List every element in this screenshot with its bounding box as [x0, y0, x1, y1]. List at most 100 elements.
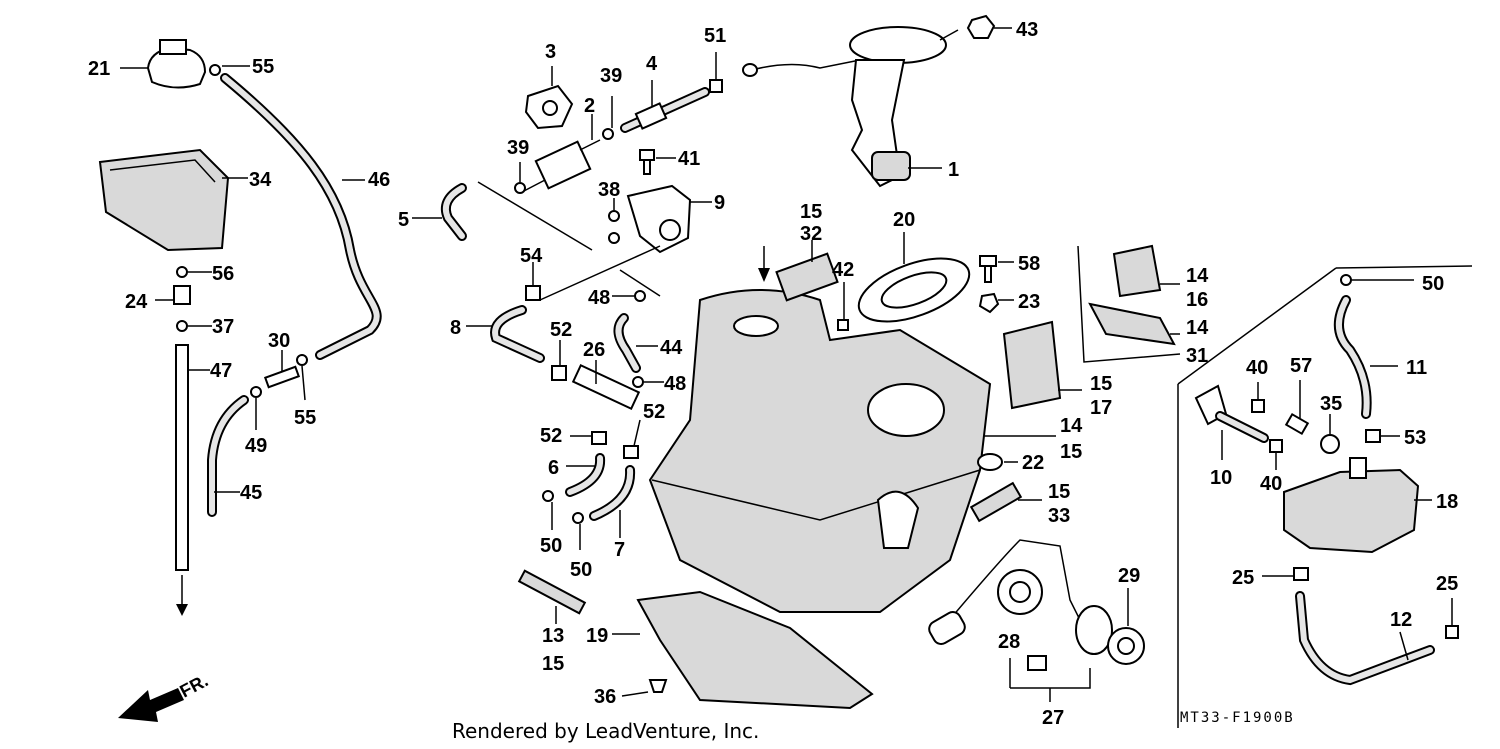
callout-33: 33	[1048, 505, 1070, 527]
fuel-unit-28-part	[928, 539, 1113, 702]
clip-50-right	[1340, 274, 1414, 286]
fuel-cock-9-part	[608, 184, 712, 254]
callout-49: 49	[245, 435, 267, 457]
canister-18-part	[1283, 457, 1432, 554]
callout-55: 55	[252, 56, 274, 78]
joint-3-part	[524, 66, 574, 130]
callout-47: 47	[210, 360, 232, 382]
inset-divider	[1177, 267, 1337, 385]
callout-48: 48	[664, 373, 686, 395]
callout-4: 4	[646, 53, 658, 75]
callout-52c: 52	[643, 401, 665, 423]
callout-36: 36	[594, 686, 616, 708]
joint-26-part	[551, 340, 641, 411]
bolt-57-nut-35	[1284, 380, 1340, 454]
hose-11	[1334, 295, 1400, 443]
callout-2: 2	[584, 95, 595, 117]
callout-46: 46	[368, 169, 390, 191]
callout-34: 34	[249, 169, 272, 191]
gasket-29-part	[1107, 588, 1145, 665]
callout-16: 16	[1186, 289, 1208, 311]
fuel-filter-2-part	[514, 96, 614, 194]
callout-21: 21	[88, 58, 110, 80]
hose-10	[1194, 382, 1283, 470]
callout-10: 10	[1210, 467, 1232, 489]
hose-44	[613, 313, 664, 388]
callout-29: 29	[1118, 565, 1140, 587]
clips-52-lower	[570, 419, 641, 459]
callout-38: 38	[598, 179, 620, 201]
callout-14c: 14	[1060, 415, 1083, 437]
pad-17-part	[984, 320, 1082, 437]
callout-50: 50	[540, 535, 562, 557]
callout-14: 14	[1186, 265, 1209, 287]
callout-25b: 25	[1436, 573, 1458, 595]
callout-23: 23	[1018, 291, 1040, 313]
callout-30: 30	[268, 330, 290, 352]
drain-fitting-24-part	[155, 266, 212, 332]
hoses-6-7	[542, 453, 636, 550]
hose-4	[620, 52, 723, 133]
callout-56: 56	[212, 263, 234, 285]
callout-15-13: 15	[542, 653, 564, 675]
tray-19-part	[612, 590, 874, 710]
hose-5	[412, 181, 593, 251]
clips-25-right	[1262, 567, 1459, 639]
diagram-code: MT33-F1900B	[1180, 710, 1295, 726]
callout-25: 25	[1232, 567, 1254, 589]
fuel-cap-part	[120, 39, 207, 89]
cushion-33-part	[969, 481, 1042, 523]
hose-8	[466, 245, 661, 363]
callout-13: 13	[542, 625, 564, 647]
callout-35: 35	[1320, 393, 1342, 415]
callout-9: 9	[714, 192, 725, 214]
callout-45: 45	[240, 482, 262, 504]
callout-31: 31	[1186, 345, 1208, 367]
callout-3: 3	[545, 41, 556, 63]
bolt-41-part	[639, 149, 676, 175]
callout-12: 12	[1390, 609, 1412, 631]
breather-hose-46	[220, 73, 382, 360]
callout-18: 18	[1436, 491, 1458, 513]
callout-24: 24	[125, 291, 148, 313]
callout-27: 27	[1042, 707, 1064, 729]
inset-divider-top	[1335, 265, 1473, 269]
callout-50c: 50	[1422, 273, 1444, 295]
callout-50b: 50	[570, 559, 592, 581]
callout-52b: 52	[540, 425, 562, 447]
callout-42: 42	[832, 259, 854, 281]
callout-5: 5	[398, 209, 409, 231]
callout-15-17: 15	[1090, 373, 1112, 395]
callout-1: 1	[948, 159, 959, 181]
strip-13-part	[517, 569, 587, 624]
screw-42-part	[837, 282, 849, 331]
callout-41: 41	[678, 148, 700, 170]
callout-22: 22	[1022, 452, 1044, 474]
clip-48-upper	[612, 269, 661, 302]
callout-48-top: 48	[588, 287, 610, 309]
callout-17: 17	[1090, 397, 1112, 419]
fuel-tank-part	[648, 246, 992, 613]
drain-tube-47	[175, 344, 210, 616]
grommet-22-part	[977, 453, 1018, 471]
callout-15-33: 15	[1048, 481, 1070, 503]
callout-55b: 55	[294, 407, 316, 429]
callout-40b: 40	[1260, 473, 1282, 495]
callout-43: 43	[1016, 19, 1038, 41]
callout-26: 26	[583, 339, 605, 361]
pad-32-part	[775, 240, 839, 302]
joint-30-hose-45	[207, 350, 308, 517]
pads-16-31	[1077, 244, 1181, 363]
callout-7: 7	[614, 539, 625, 561]
callout-44: 44	[660, 337, 683, 359]
callout-52: 52	[550, 319, 572, 341]
callout-20: 20	[893, 209, 915, 231]
callout-51: 51	[704, 25, 726, 47]
callout-37: 37	[212, 316, 234, 338]
callout-57: 57	[1290, 355, 1312, 377]
callout-53: 53	[1404, 427, 1426, 449]
callout-40: 40	[1246, 357, 1268, 379]
callout-15-14: 15	[1060, 441, 1082, 463]
callout-labels: 21 55 34 46 56 24 37 47 30 49 55 45 3 2 …	[88, 19, 1458, 729]
